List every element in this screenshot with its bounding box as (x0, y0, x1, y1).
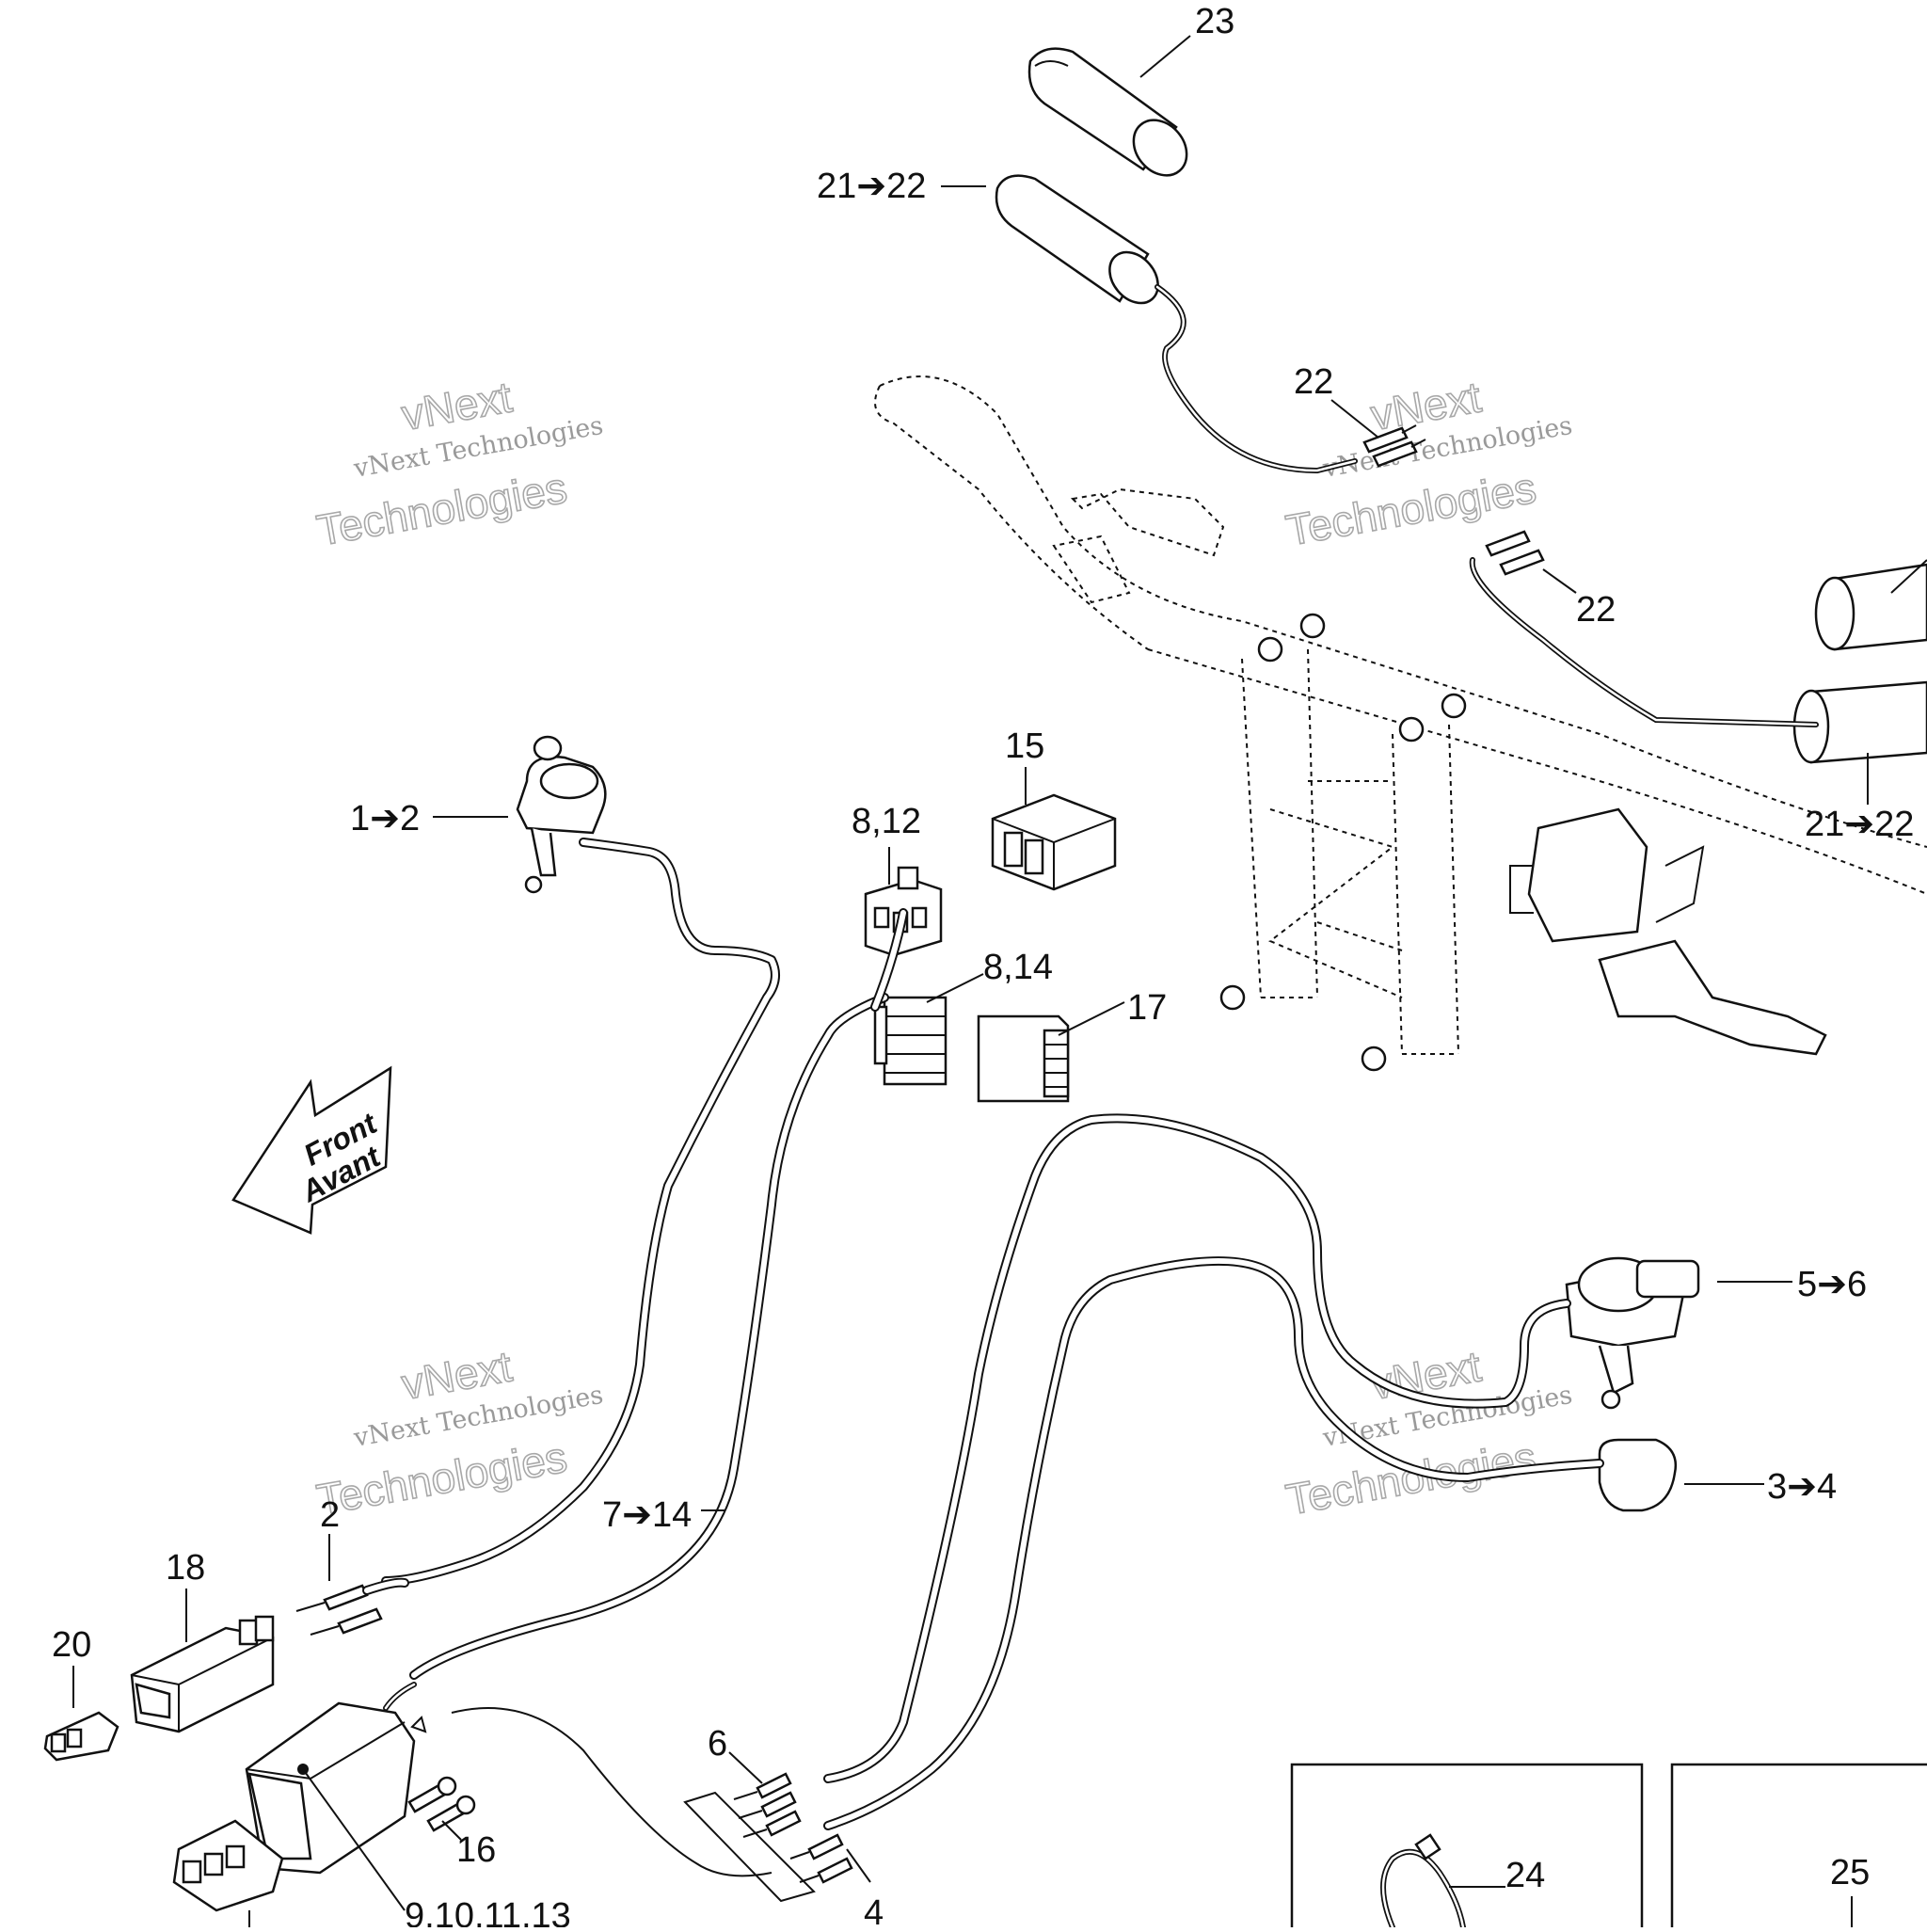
watermark-line3: Technologies (313, 463, 570, 555)
switch-5-6 (823, 1113, 1700, 1783)
bolt-icon (1299, 613, 1326, 639)
callout-15: 15 (1005, 726, 1044, 766)
bolt-icon (1361, 1046, 1387, 1072)
leader-line (1330, 399, 1379, 439)
terminals-6-4 (683, 1772, 853, 1903)
callout-8-14: 8,14 (983, 948, 1053, 987)
watermark-line3: Technologies (1282, 1432, 1539, 1525)
callout-18: 18 (166, 1548, 205, 1588)
callout-3-4: 3➔4 (1767, 1467, 1837, 1507)
callout-25: 25 (1830, 1853, 1870, 1892)
connector-9-13 (245, 1682, 772, 1877)
bolt-icon (1398, 716, 1425, 742)
callout-7-14: 7➔14 (602, 1495, 692, 1535)
grip-23 (1027, 47, 1188, 177)
leader-line (1139, 35, 1191, 78)
heated-grip (995, 174, 1358, 474)
inset-box-24 (1290, 1763, 1644, 1932)
handlebar-assembly (874, 375, 1927, 1072)
bolt-icon (1441, 693, 1467, 719)
leader-line (846, 1848, 871, 1883)
bolt-icon (1257, 636, 1283, 663)
callout-4: 4 (864, 1893, 884, 1927)
callout-1-2: 1➔2 (350, 799, 420, 838)
part-20 (43, 1711, 119, 1762)
callout-24: 24 (1505, 1856, 1545, 1895)
callout-2: 2 (320, 1495, 340, 1535)
callout-8-12: 8,12 (852, 802, 921, 841)
right-grip (1792, 559, 1927, 764)
switch-3-4 (823, 1256, 1678, 1830)
callout-9-10-11-13: 9,10,11,13 (405, 1896, 571, 1927)
brake-master-cylinder (1527, 807, 1648, 943)
terminals-22-top (1362, 424, 1426, 468)
watermark-bottom-left: vNext vNext Technologies Technologies (312, 1341, 605, 1525)
inset-box-25 (1670, 1763, 1927, 1932)
callout-20: 20 (52, 1625, 91, 1665)
callout-5-6: 5➔6 (1797, 1265, 1867, 1304)
connector-15 (991, 793, 1117, 891)
watermark-top-left: vNext vNext Technologies Technologies (312, 372, 605, 556)
screws-16 (407, 1776, 476, 1832)
brake-lever (1598, 939, 1827, 1056)
callout-23: 23 (1195, 2, 1234, 41)
connector-bottom-left (172, 1819, 284, 1927)
callout-22-top: 22 (1294, 362, 1333, 402)
leader-line (1058, 1001, 1125, 1036)
callout-16: 16 (456, 1830, 496, 1870)
harness-7-14 (409, 908, 908, 1680)
callout-21-22-top: 21➔22 (817, 167, 926, 206)
leader-line (302, 1768, 406, 1911)
leader-line (728, 1751, 763, 1784)
connector-17 (977, 1014, 1070, 1103)
connector-18 (130, 1615, 275, 1733)
leader-line (1542, 568, 1577, 594)
callout-17: 17 (1127, 988, 1167, 1028)
watermark-bottom-right: vNext vNext Technologies Technologies (1282, 1341, 1574, 1525)
callout-21-22-right: 21➔22 (1805, 805, 1914, 844)
callout-6: 6 (708, 1724, 727, 1764)
terminals-2 (295, 1577, 409, 1636)
terminals-22-mid (1469, 530, 1819, 727)
front-direction-arrow: Front Avant (231, 1065, 392, 1235)
leader-line (441, 1820, 462, 1841)
watermark-line3: Technologies (313, 1432, 570, 1525)
leader-line (926, 973, 984, 1003)
connector-8-14 (873, 996, 948, 1086)
bolt-icon (1219, 984, 1246, 1011)
callout-22-mid: 22 (1576, 590, 1616, 630)
switch-1-2 (381, 735, 780, 1586)
